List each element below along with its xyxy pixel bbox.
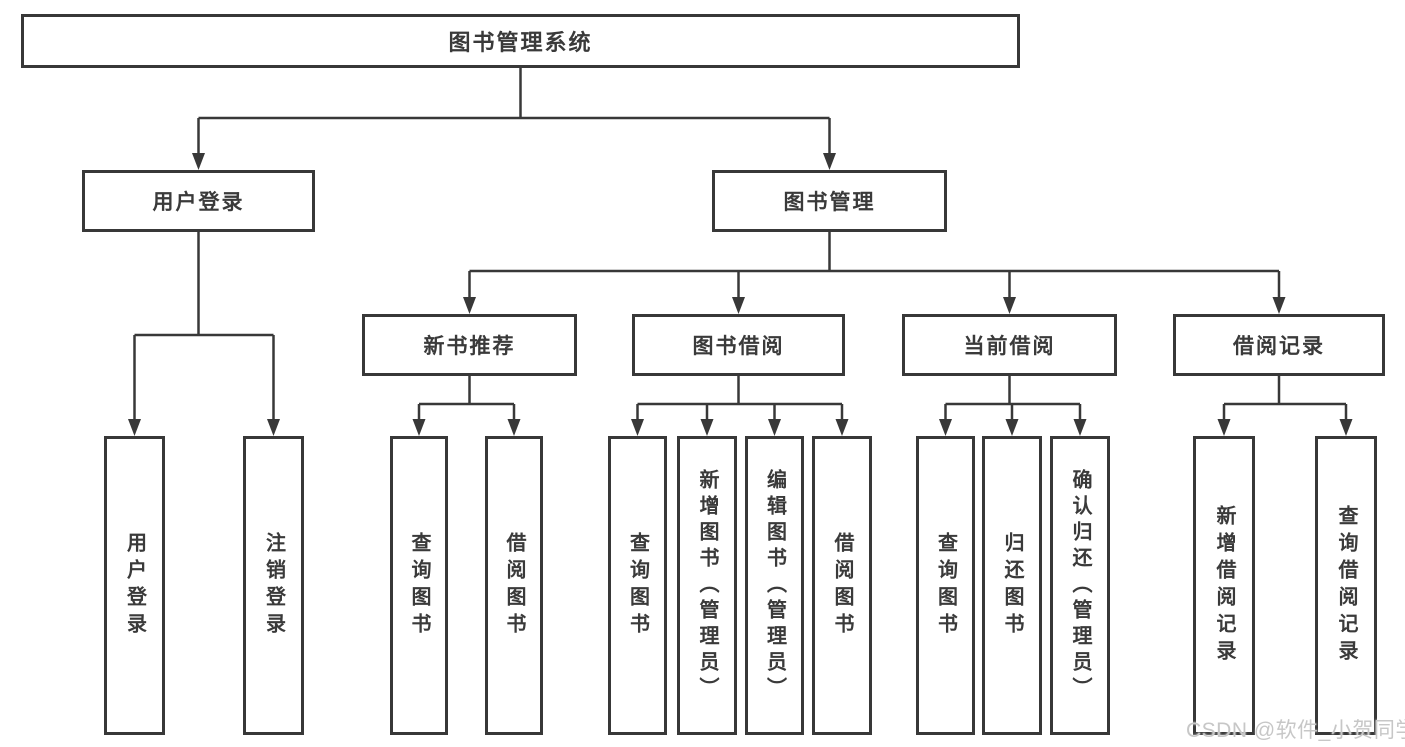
node-label: 确认归还（管理员） (1069, 468, 1091, 703)
arrow-down-icon (768, 419, 781, 436)
node-label: 新增图书（管理员） (696, 468, 718, 703)
arrow-down-icon (732, 297, 745, 314)
connector-records-to-leaves (1222, 376, 1348, 422)
connector-recommend-to-leaves (417, 376, 516, 422)
node-library-system: 图书管理系统 (21, 14, 1020, 68)
leaf-confirm-return-admin: 确认归还（管理员） (1050, 436, 1110, 735)
arrow-down-icon (507, 419, 521, 436)
arrow-down-icon (128, 419, 141, 436)
leaf-borrow-books-2: 借阅图书 (812, 436, 872, 735)
node-label: 查询图书 (934, 531, 957, 640)
connector-borrow-to-leaves (636, 376, 844, 422)
arrow-down-icon (1005, 419, 1019, 436)
arrow-down-icon (1073, 419, 1087, 436)
arrow-down-icon (463, 297, 476, 314)
connector-root-to-level2 (197, 68, 831, 156)
arrow-down-icon (1339, 419, 1353, 436)
arrow-down-icon (412, 419, 426, 436)
leaf-logout: 注销登录 (243, 436, 304, 735)
node-borrowing-records: 借阅记录 (1173, 314, 1385, 376)
node-label: 归还图书 (1001, 531, 1023, 640)
node-label: 借阅图书 (503, 531, 525, 640)
leaf-query-books-2: 查询图书 (608, 436, 667, 735)
arrow-down-icon (939, 419, 952, 436)
node-label: 查询借阅记录 (1335, 504, 1357, 667)
leaf-query-books-1: 查询图书 (390, 436, 448, 735)
arrow-down-icon (1217, 419, 1231, 436)
arrow-down-icon (835, 419, 849, 436)
node-label: 用户登录 (123, 531, 146, 640)
csdn-watermark: CSDN @软件_小贺同学 (1186, 719, 1405, 742)
node-user-login: 用户登录 (82, 170, 315, 232)
leaf-add-borrow-record: 新增借阅记录 (1193, 436, 1255, 735)
leaf-user-login: 用户登录 (104, 436, 165, 735)
leaf-borrow-books-1: 借阅图书 (485, 436, 543, 735)
arrow-down-icon (631, 419, 644, 436)
node-book-management: 图书管理 (712, 170, 947, 232)
connector-login-to-leaves (133, 232, 275, 422)
arrow-down-icon (1272, 297, 1286, 314)
leaf-return-books: 归还图书 (982, 436, 1042, 735)
leaf-query-books-3: 查询图书 (916, 436, 975, 735)
arrow-down-icon (1003, 297, 1016, 314)
node-current-borrowing: 当前借阅 (902, 314, 1117, 376)
node-new-book-recommendation: 新书推荐 (362, 314, 577, 376)
connector-current-to-leaves (944, 376, 1082, 422)
node-label: 查询图书 (626, 531, 649, 640)
node-book-borrowing: 图书借阅 (632, 314, 845, 376)
arrow-down-icon (700, 419, 714, 436)
arrow-down-icon (267, 419, 280, 436)
arrow-down-icon (823, 153, 836, 170)
arrow-down-icon (192, 153, 205, 170)
leaf-query-borrow-record: 查询借阅记录 (1315, 436, 1377, 735)
connector-management-to-level3 (468, 232, 1281, 300)
node-label: 编辑图书（管理员） (763, 468, 786, 703)
leaf-edit-book-admin: 编辑图书（管理员） (745, 436, 804, 735)
node-label: 新增借阅记录 (1213, 504, 1235, 667)
leaf-add-book-admin: 新增图书（管理员） (677, 436, 737, 735)
node-label: 查询图书 (408, 531, 430, 640)
node-label: 注销登录 (262, 531, 285, 640)
node-label: 借阅图书 (831, 531, 853, 640)
